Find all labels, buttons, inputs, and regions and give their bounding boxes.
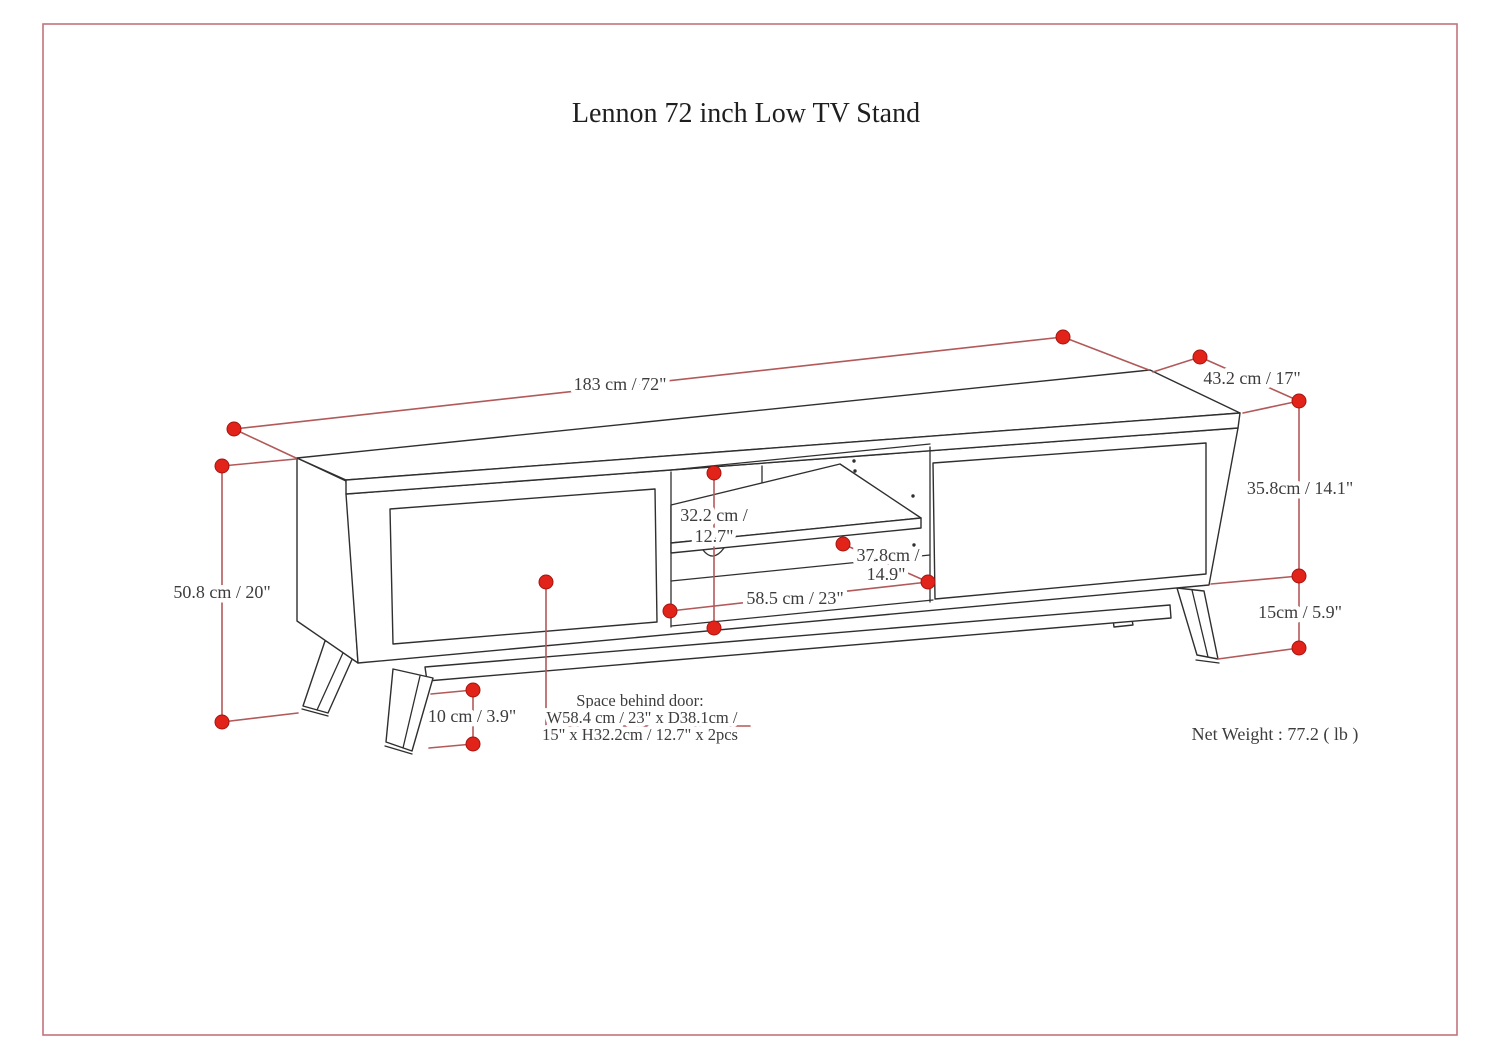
dim-label-opening-depth-1: 37.8cm / [857, 545, 920, 565]
dim-dot [465, 736, 481, 752]
leg-front-left-foot [384, 745, 413, 755]
leg-front-left [385, 668, 434, 752]
dim-dot [1291, 393, 1307, 409]
leg-right [1176, 587, 1219, 660]
dim-dot [538, 574, 554, 590]
dim-dot [1192, 349, 1208, 365]
dim-line-opening-width [669, 581, 929, 612]
shelf-pin-hole [853, 469, 857, 473]
space-behind-door-line2: W58.4 cm / 23" x D38.1cm / [547, 708, 738, 727]
shelf-front-edge [670, 517, 922, 554]
shelf-pin-hole [911, 494, 915, 498]
dim-dot [662, 603, 678, 619]
dim-dot [1055, 329, 1071, 345]
dim-dot [706, 465, 722, 481]
shelf-pin-hole [852, 459, 856, 463]
tv-stand-drawing [296, 369, 1241, 755]
dim-ext-width-right [1062, 336, 1150, 371]
leg-right-foot [1195, 659, 1220, 664]
leader-space-behind-door [545, 581, 751, 727]
dim-ext-cabinet-bottom [1210, 575, 1300, 585]
dim-ext-height-top [221, 458, 297, 467]
right-door [932, 442, 1207, 600]
dim-line-width [233, 336, 1064, 430]
dim-dot [1291, 568, 1307, 584]
dim-ext-height-bottom [221, 712, 299, 723]
space-behind-door-line3: 15" x H32.2cm / 12.7" x 2pcs [542, 725, 738, 744]
leg-back-left-crease [316, 643, 348, 711]
dim-dot [214, 714, 230, 730]
left-door [389, 488, 658, 645]
leg-front-left-crease [402, 675, 421, 749]
dim-label-opening-depth-2: 14.9" [867, 564, 906, 584]
dim-label-leg-height: 15cm / 5.9" [1258, 602, 1342, 622]
top-edge-band [345, 412, 1241, 495]
dim-dot [706, 620, 722, 636]
dim-ext-leg-foot [1217, 647, 1300, 660]
dim-label-overall-height: 50.8 cm / 20" [173, 582, 270, 602]
dim-label-leg-clearance: 10 cm / 3.9" [428, 706, 516, 726]
net-weight-label: Net Weight : 77.2 ( lb ) [1192, 724, 1359, 745]
space-behind-door-line1: Space behind door: [576, 691, 703, 710]
dim-ext-depth-front [1242, 400, 1300, 414]
dim-label-opening-width: 58.5 cm / 23" [746, 588, 843, 608]
dim-label-cabinet-height: 35.8cm / 14.1" [1247, 478, 1353, 498]
dim-ext-width-left [233, 428, 297, 459]
dim-dot [226, 421, 242, 437]
leg-back-left-foot [301, 708, 329, 717]
dim-ext-depth-back [1152, 356, 1201, 373]
dim-dot [920, 574, 936, 590]
dim-label-overall-width: 183 cm / 72" [574, 374, 667, 394]
dim-line-depth [1199, 356, 1300, 402]
dim-dot [835, 536, 851, 552]
dim-line-opening-depth [842, 543, 929, 583]
dim-dot [214, 458, 230, 474]
dimension-lines [214, 329, 1307, 752]
page-border [42, 23, 1458, 1036]
dim-dot [1291, 640, 1307, 656]
leg-right-crease [1191, 589, 1209, 658]
shelf-pin-hole [912, 543, 916, 547]
dim-label-opening-height-1: 32.2 cm / [680, 505, 748, 525]
dim-label-overall-depth: 43.2 cm / 17" [1203, 368, 1300, 388]
dim-dot [465, 682, 481, 698]
dim-label-opening-height-2: 12.7" [695, 526, 734, 546]
page-title: Lennon 72 inch Low TV Stand [572, 98, 920, 129]
